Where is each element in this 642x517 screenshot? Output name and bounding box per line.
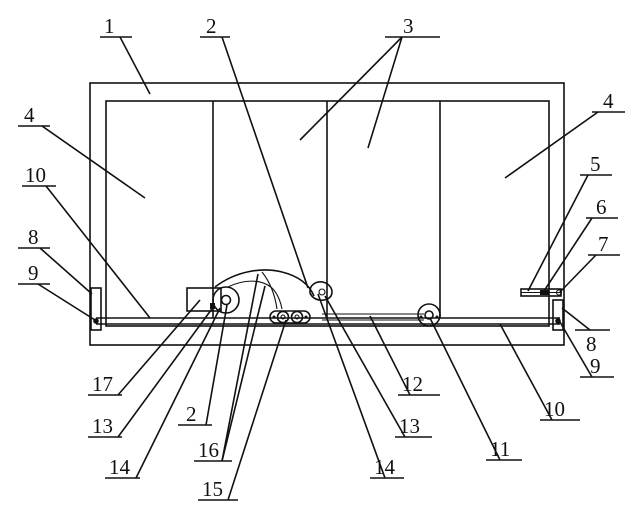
- motor-terminal: [210, 303, 215, 309]
- label-8-right: 8: [586, 332, 597, 356]
- latch-block: [540, 290, 549, 295]
- leader-14b: [317, 293, 386, 479]
- right-roller: [417, 303, 441, 327]
- leader-17: [117, 299, 201, 396]
- swing-arm-inner: [227, 280, 283, 310]
- right-roller-hub: [424, 310, 434, 320]
- leader-3a: [299, 36, 403, 141]
- leader-15: [227, 319, 287, 501]
- leader-14a: [135, 307, 221, 479]
- leader-3b: [367, 36, 403, 149]
- upper-roller-hub: [318, 288, 326, 296]
- leader-4b: [504, 111, 599, 179]
- label-16: 16: [198, 438, 219, 462]
- leader-2a: [221, 36, 309, 289]
- right-stop-bracket: [552, 299, 564, 331]
- leader-1: [119, 36, 151, 95]
- label-10-right: 10: [544, 397, 565, 421]
- label-9-left: 9: [28, 261, 39, 285]
- label-13-left: 13: [92, 414, 113, 438]
- leader-9a: [37, 283, 96, 321]
- leader-13a: [117, 305, 215, 438]
- label-7: 7: [598, 232, 609, 256]
- label-1: 1: [104, 14, 115, 38]
- leader-10b: [499, 323, 553, 421]
- label-5: 5: [590, 152, 601, 176]
- label-10-left: 10: [25, 163, 46, 187]
- label-2-bottom: 2: [186, 402, 197, 426]
- leader-6: [543, 217, 593, 292]
- right-roller-bolt-left: [419, 315, 423, 319]
- outer-frame: [89, 82, 565, 346]
- upper-roller: [309, 281, 333, 301]
- leader-12: [369, 315, 411, 396]
- label-15: 15: [202, 477, 223, 501]
- label-13-right: 13: [399, 414, 420, 438]
- leader-7: [559, 254, 597, 293]
- roller-left-hub: [280, 314, 286, 320]
- leader-16a: [221, 273, 259, 462]
- label-9-right: 9: [590, 354, 601, 378]
- double-roller-housing: [269, 310, 311, 324]
- label-14-right: 14: [374, 455, 396, 479]
- right-roller-bolt-right: [435, 315, 439, 319]
- leader-10a: [45, 185, 151, 319]
- label-8-left: 8: [28, 225, 39, 249]
- roller-left: [276, 310, 290, 324]
- label-6: 6: [596, 195, 607, 219]
- label-3: 3: [403, 14, 414, 38]
- roller-bolt-right: [304, 315, 308, 319]
- leader-8b: [561, 307, 591, 331]
- label-11: 11: [490, 437, 510, 461]
- leader-2b: [205, 304, 228, 426]
- label-12: 12: [402, 372, 423, 396]
- leader-16b: [221, 285, 266, 462]
- leader-4a: [41, 125, 146, 199]
- drive-wheel-hub: [220, 294, 232, 306]
- roller-bolt-left: [272, 315, 276, 319]
- roller-right: [290, 310, 304, 324]
- left-stop-bracket: [90, 287, 102, 331]
- label-2-top: 2: [206, 14, 217, 38]
- leader-8a: [39, 247, 93, 295]
- roller-right-hub: [294, 314, 300, 320]
- latch-pin: [555, 289, 563, 296]
- label-17: 17: [92, 372, 113, 396]
- label-4-left: 4: [24, 103, 35, 127]
- leader-11: [429, 317, 501, 461]
- leader-13b: [324, 295, 406, 438]
- label-14-left: 14: [109, 455, 131, 479]
- leader-9b: [559, 321, 593, 378]
- swing-arm-strut: [261, 271, 278, 310]
- leader-5: [527, 174, 589, 292]
- label-4-right: 4: [603, 89, 614, 113]
